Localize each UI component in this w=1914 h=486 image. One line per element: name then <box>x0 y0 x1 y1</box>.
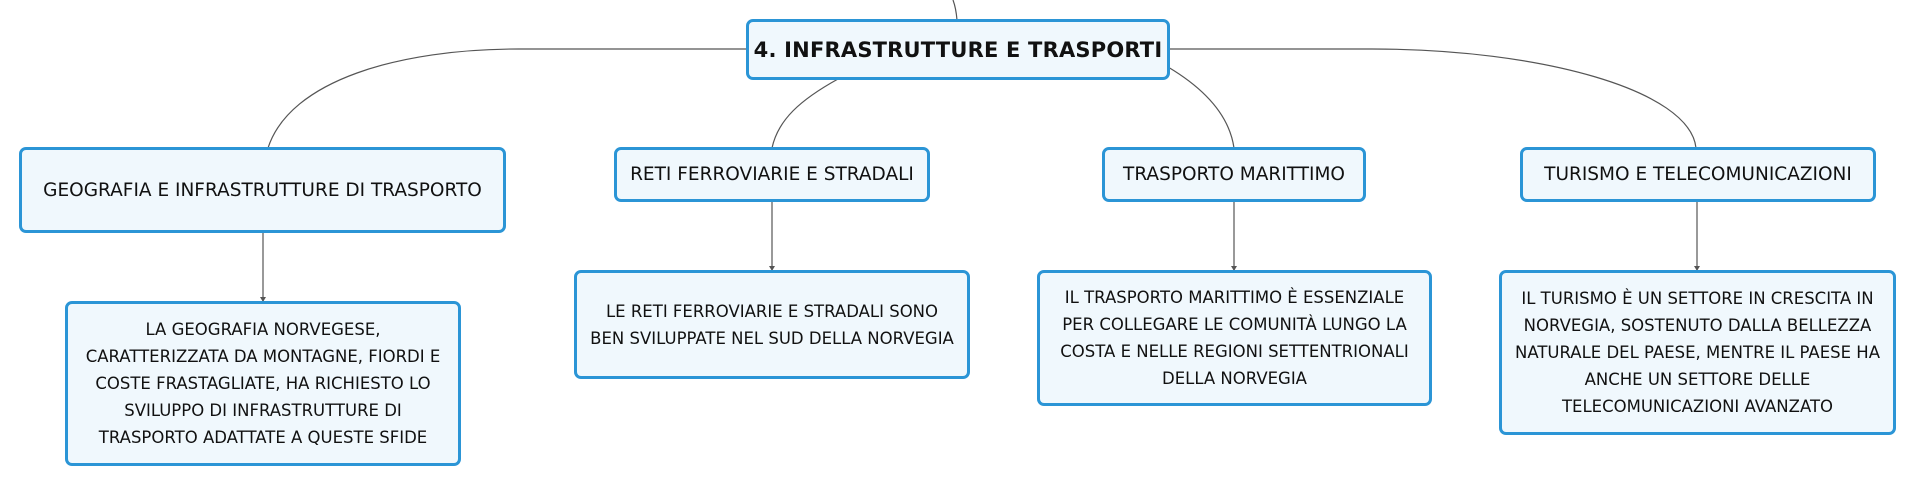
detail-text: IL TURISMO È UN SETTORE IN CRESCITA IN N… <box>1515 289 1880 416</box>
connector-root-topic-1 <box>267 48 748 149</box>
detail-node-geografia[interactable]: LA GEOGRAFIA NORVEGESE, CARATTERIZZATA D… <box>65 301 461 466</box>
root-node[interactable]: 4. INFRASTRUTTURE E TRASPORTI <box>746 19 1170 80</box>
topic-node-trasporto-marittimo[interactable]: TRASPORTO MARITTIMO <box>1102 147 1366 202</box>
topic-label: TRASPORTO MARITTIMO <box>1123 164 1345 185</box>
arrowhead-detail-1 <box>260 297 266 302</box>
detail-text: IL TRASPORTO MARITTIMO È ESSENZIALE PER … <box>1060 288 1409 388</box>
arrowhead-detail-2 <box>769 266 775 271</box>
topic-label: RETI FERROVIARIE E STRADALI <box>630 164 914 185</box>
connector-parent <box>952 0 958 21</box>
topic-label: TURISMO E TELECOMUNICAZIONI <box>1544 164 1852 185</box>
topic-node-turismo[interactable]: TURISMO E TELECOMUNICAZIONI <box>1520 147 1876 202</box>
connector-root-topic-2 <box>771 78 839 149</box>
topic-label: GEOGRAFIA E INFRASTRUTTURE DI TRASPORTO <box>43 179 482 201</box>
detail-node-turismo[interactable]: IL TURISMO È UN SETTORE IN CRESCITA IN N… <box>1499 270 1896 435</box>
connector-root-topic-3 <box>1167 66 1235 149</box>
connector-root-topic-4 <box>1168 48 1697 149</box>
detail-text: LE RETI FERROVIARIE E STRADALI SONO BEN … <box>590 301 954 348</box>
arrowhead-detail-4 <box>1694 266 1700 271</box>
detail-node-trasporto-marittimo[interactable]: IL TRASPORTO MARITTIMO È ESSENZIALE PER … <box>1037 270 1432 406</box>
detail-text: LA GEOGRAFIA NORVEGESE, CARATTERIZZATA D… <box>85 320 441 447</box>
arrowhead-detail-3 <box>1231 266 1237 271</box>
detail-node-reti[interactable]: LE RETI FERROVIARIE E STRADALI SONO BEN … <box>574 270 970 379</box>
root-node-label: 4. INFRASTRUTTURE E TRASPORTI <box>753 37 1163 62</box>
topic-node-reti[interactable]: RETI FERROVIARIE E STRADALI <box>614 147 930 202</box>
topic-node-geografia[interactable]: GEOGRAFIA E INFRASTRUTTURE DI TRASPORTO <box>19 147 506 233</box>
